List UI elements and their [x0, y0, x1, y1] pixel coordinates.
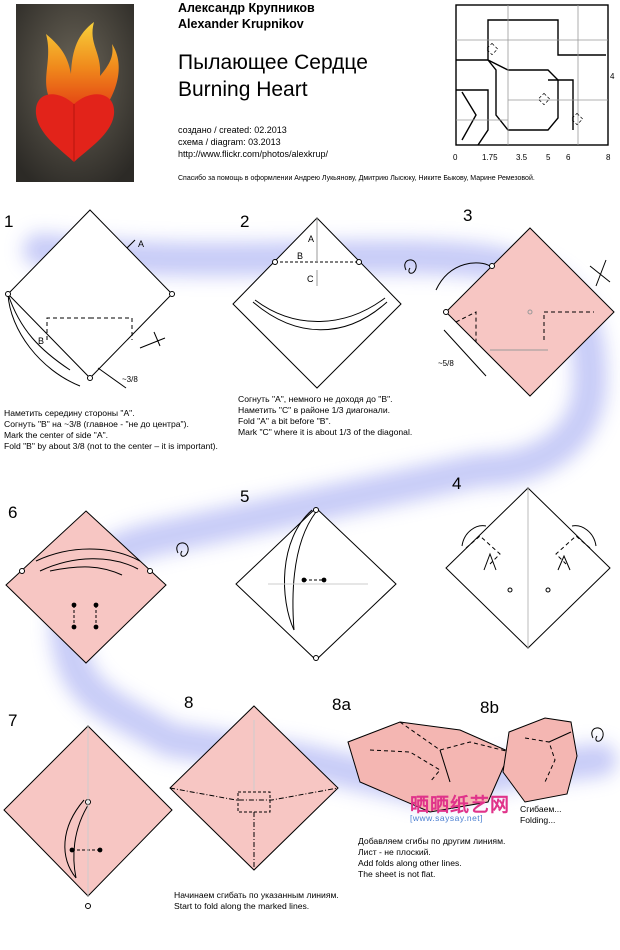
step-1-label-b: B	[38, 336, 44, 346]
step-2-label-b: B	[297, 251, 303, 261]
cp-axis-0: 0	[453, 153, 458, 162]
step-8a-number: 8a	[332, 695, 351, 714]
step-6-diagram	[5, 510, 189, 664]
step-8-caption: Начинаем сгибать по указанным линиям.Sta…	[174, 890, 339, 911]
step-8a-caption: Добавляем сгибы по другим линиям.Лист - …	[358, 836, 506, 879]
cp-axis-5: 8	[606, 153, 611, 162]
step-7-diagram	[3, 725, 173, 909]
step-1-label-frac: ~3/8	[122, 375, 138, 384]
author-ru: Александр Крупников	[178, 1, 315, 15]
step-5-diagram	[235, 507, 397, 661]
step-8-diagram	[169, 705, 339, 871]
step-1-diagram: A B ~3/8	[5, 209, 175, 389]
cp-axis-4: 6	[566, 153, 571, 162]
step-2-number: 2	[240, 212, 250, 231]
created-date: создано / created: 02.2013	[178, 125, 287, 135]
heart-photo	[16, 4, 134, 182]
step-1-number: 1	[4, 212, 14, 231]
cp-axis-1: 1.75	[482, 153, 498, 162]
step-2-caption: Согнуть "A", немного не доходя до "B".На…	[238, 394, 413, 437]
step-1-label-a: A	[138, 239, 144, 249]
step-8a-diagram	[347, 721, 511, 813]
thanks-line: Спасибо за помощь в оформлении Андрею Лу…	[178, 175, 535, 182]
cp-axis-3: 5	[546, 153, 551, 162]
step-6-number: 6	[8, 503, 18, 522]
step-3-label-frac: ~5/8	[438, 359, 454, 368]
watermark-site-cn: 晒晒纸艺网	[410, 795, 511, 816]
flickr-url[interactable]: http://www.flickr.com/photos/alexkrup/	[178, 149, 329, 159]
cp-axis-2: 3.5	[516, 153, 528, 162]
diagram-date: схема / diagram: 03.2013	[178, 137, 281, 147]
step-8-number: 8	[184, 693, 194, 712]
title-ru: Пылающее Сердце	[178, 51, 368, 74]
step-8b-caption: Сгибаем...Folding...	[520, 804, 562, 825]
author-en: Alexander Krupnikov	[178, 17, 304, 31]
cp-axis-labels: 0 1.75 3.5 5 6 8	[453, 153, 611, 162]
crease-pattern: 4 0 1.75 3.5 5 6 8	[453, 4, 615, 162]
step-5-number: 5	[240, 487, 250, 506]
step-2-label-a: A	[308, 234, 314, 244]
cp-right-label: 4	[610, 72, 615, 81]
step-1-caption: Наметить середину стороны "A".Согнуть "B…	[4, 408, 218, 451]
step-4-number: 4	[452, 474, 462, 493]
step-4-diagram	[445, 487, 611, 649]
step-3-diagram: ~5/8	[404, 227, 615, 397]
step-8b-diagram	[502, 717, 604, 803]
step-3-number: 3	[463, 206, 473, 225]
watermark-site-url: [www.saysay.net]	[410, 813, 484, 823]
step-7-number: 7	[8, 711, 18, 730]
title-en: Burning Heart	[178, 78, 308, 101]
step-2-label-c: C	[307, 274, 314, 284]
step-2-diagram: A B C	[232, 217, 402, 389]
step-8b-number: 8b	[480, 698, 499, 717]
